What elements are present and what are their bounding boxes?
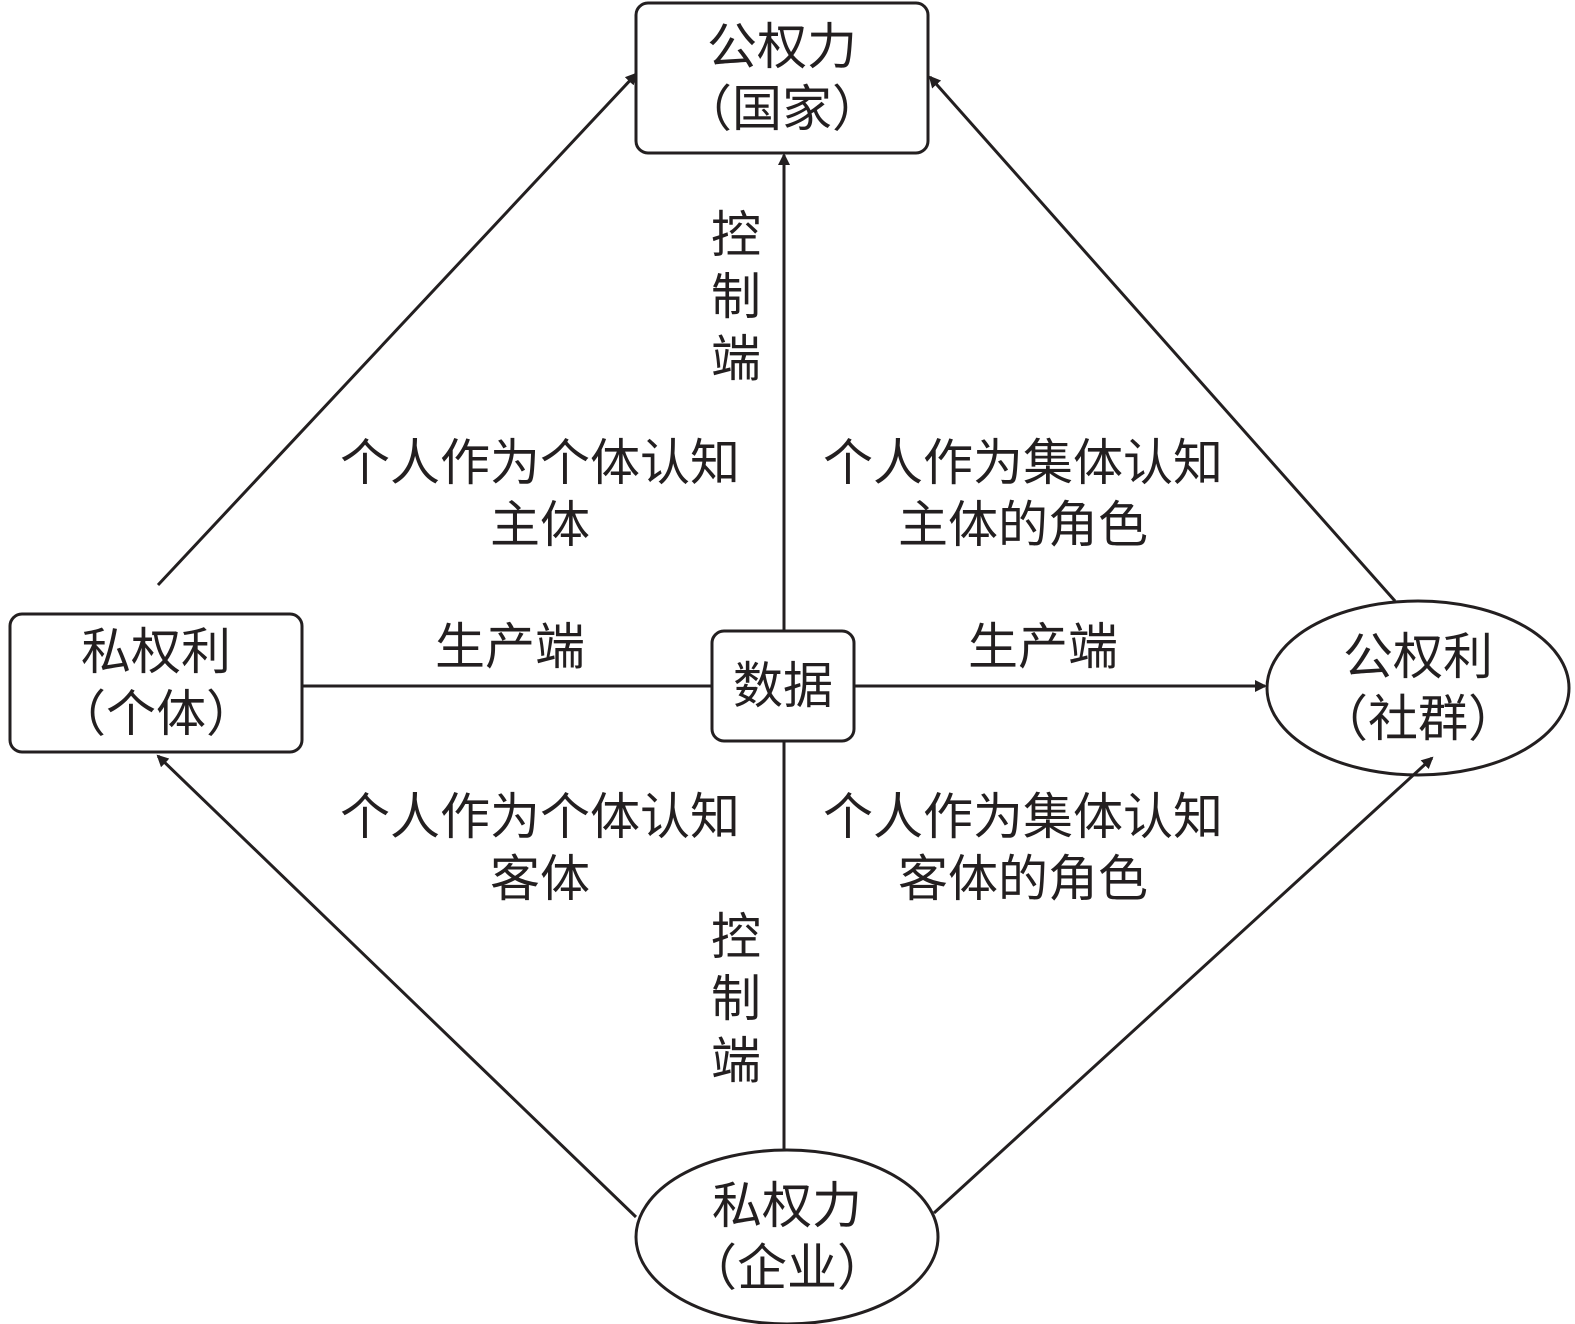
quadrant-lower-right-line2: 客体的角色 xyxy=(898,850,1148,908)
node-right-ellipse xyxy=(1265,599,1571,777)
edge-label-control-bottom-char: 端 xyxy=(711,1032,761,1090)
edge-label-control-top-char: 端 xyxy=(711,330,761,388)
quadrant-upper-right-line2: 主体的角色 xyxy=(898,496,1148,554)
node-bottom: 私权力 （企业） xyxy=(636,1150,938,1324)
edge-label-control-bottom-char: 制 xyxy=(711,970,761,1028)
edge-label-production-right: 生产端 xyxy=(968,618,1118,676)
edge-label-control-bottom: 控 制 端 xyxy=(706,906,766,1092)
node-bottom-subtitle: （企业） xyxy=(687,1239,887,1297)
node-center: 数据 xyxy=(712,631,854,741)
quadrant-lower-left-line1: 个人作为个体认知 xyxy=(340,788,740,846)
edge-label-production-left: 生产端 xyxy=(435,618,585,676)
node-top: 公权力 （国家） xyxy=(636,3,928,153)
node-bottom-ellipse xyxy=(634,1148,940,1324)
node-bottom-title: 私权力 xyxy=(712,1177,862,1235)
node-left: 私权利 （个体） xyxy=(10,614,302,752)
edge-label-control-top-char: 控 xyxy=(711,206,761,264)
edge-left-to-top xyxy=(156,72,638,587)
edge-bottom-to-right xyxy=(932,756,1434,1215)
edge-bottom-to-left xyxy=(156,754,638,1219)
edge-label-control-bottom-char: 控 xyxy=(711,908,761,966)
node-left-box xyxy=(8,612,304,754)
node-center-label: 数据 xyxy=(733,657,833,715)
node-top-title: 公权力 xyxy=(707,18,857,76)
edge-label-control-top-char: 制 xyxy=(711,268,761,326)
quadrant-upper-left-line1: 个人作为个体认知 xyxy=(340,434,740,492)
node-left-subtitle: （个体） xyxy=(56,685,256,743)
quadrant-lower-left-line2: 客体 xyxy=(490,850,590,908)
node-top-subtitle: （国家） xyxy=(682,80,882,138)
node-right: 公权利 （社群） xyxy=(1267,601,1569,775)
node-right-subtitle: （社群） xyxy=(1318,690,1518,748)
node-left-title: 私权利 xyxy=(81,623,231,681)
edge-right-to-top xyxy=(928,75,1397,602)
edge-label-control-top: 控 制 端 xyxy=(706,204,766,390)
quadrant-upper-right-line1: 个人作为集体认知 xyxy=(823,434,1223,492)
quadrant-upper-left-line2: 主体 xyxy=(490,496,590,554)
quadrant-lower-right-line1: 个人作为集体认知 xyxy=(823,788,1223,846)
node-right-title: 公权利 xyxy=(1343,628,1493,686)
